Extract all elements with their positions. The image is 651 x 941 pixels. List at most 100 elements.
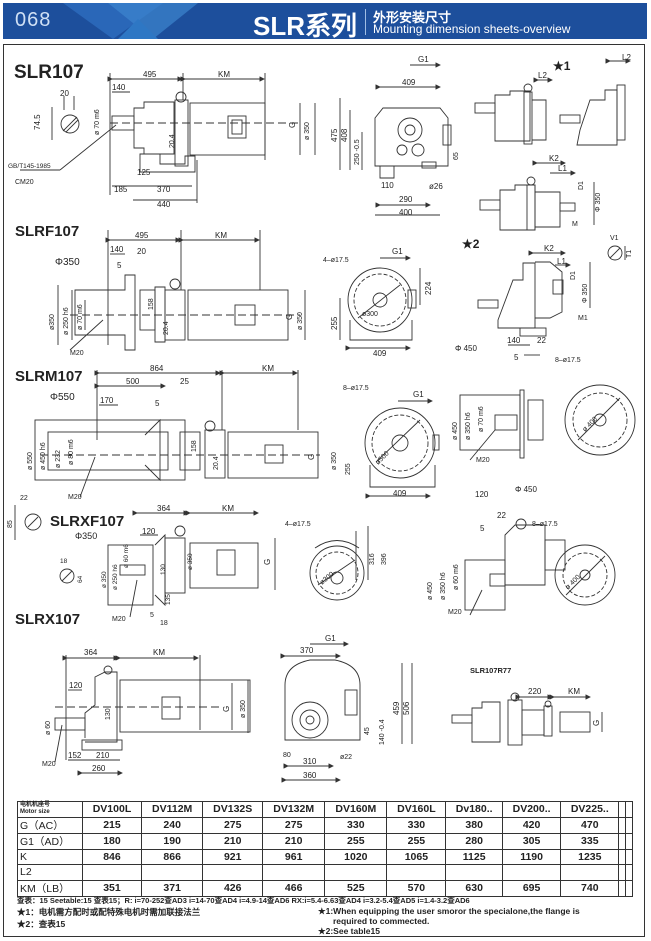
table-cell <box>625 816 633 834</box>
table-cell: 255 <box>324 832 388 850</box>
table-cell <box>202 864 264 881</box>
dim-label: 440 <box>157 200 171 209</box>
column-header: DV160M <box>324 801 388 818</box>
table-cell <box>625 832 633 850</box>
dim-label: 158 <box>191 440 198 452</box>
motor-size-label-en: Motor size <box>20 809 50 816</box>
table-cell <box>618 816 627 834</box>
table-cell <box>625 848 633 865</box>
flange-label: Φ550 <box>50 392 75 403</box>
row-label: K <box>17 848 83 865</box>
model-label-slr107r77: SLR107R77 <box>470 666 511 675</box>
dim-label: 364 <box>157 504 171 513</box>
dim-label: V1 <box>610 235 619 242</box>
table-cell: 335 <box>560 832 620 850</box>
dim-label: 408 <box>340 128 349 142</box>
table-cell <box>560 864 620 881</box>
table-cell: 630 <box>445 879 503 897</box>
dim-label: 170 <box>100 396 114 405</box>
dim-label: 185 <box>114 185 128 194</box>
table-cell <box>82 864 142 881</box>
note-star2-en: ★2:See table15 <box>318 926 380 936</box>
column-header: DV132S <box>202 801 264 818</box>
table-row: G（AC） 215 240 275 275 330 330 380 420 47… <box>17 816 633 834</box>
column-header: DV100L <box>82 801 142 818</box>
table-cell <box>501 864 562 881</box>
flange-label: Φ350 <box>75 531 97 541</box>
table-header-cell: 电机机座号 Motor size <box>17 801 83 818</box>
dim-label: KM <box>215 231 227 240</box>
dim-label: 130 <box>160 564 167 575</box>
dim-label: ø 450 <box>452 422 459 440</box>
dim-label: 5 <box>514 353 519 362</box>
dim-label: 158 <box>148 298 155 310</box>
dim-label: 22 <box>20 495 28 502</box>
dim-label: 130 <box>105 708 112 720</box>
dim-label: ø500 <box>374 450 390 466</box>
dim-label: 370 <box>157 185 171 194</box>
slrm-flange-variant-view <box>459 344 636 461</box>
note-star2-cn: ★2：查表15 <box>17 919 66 929</box>
dim-label: L1 <box>558 164 567 173</box>
row-label: KM（LB） <box>17 879 83 897</box>
dim-label: 64 <box>77 575 84 583</box>
dim-label: 370 <box>300 646 314 655</box>
table-cell: 961 <box>262 848 326 865</box>
table-row: L2 <box>17 864 633 881</box>
table-cell <box>618 832 627 850</box>
dim-label: 220 <box>528 687 542 696</box>
slrxf107-end-view <box>309 526 369 601</box>
slrm107-side-view <box>14 370 320 540</box>
dim-label: G <box>222 706 231 712</box>
standard-label: GB/T145-1985 <box>8 163 51 170</box>
dim-label: L1 <box>557 257 566 266</box>
table-cell <box>625 879 633 897</box>
slrx107-end-view <box>280 641 413 783</box>
dim-label: 316 <box>369 553 376 565</box>
table-cell: 866 <box>140 848 204 865</box>
dim-label: ø 350 <box>240 700 247 718</box>
dim-label: ø26 <box>429 182 443 191</box>
thread-label: M20 <box>70 350 84 357</box>
table-cell: 190 <box>140 832 204 850</box>
slr107r77-side-view <box>451 692 603 746</box>
table-cell <box>140 864 204 881</box>
table-row: KM（LB） 351 371 426 466 525 570 630 695 7… <box>17 879 633 897</box>
star1-views <box>474 58 631 231</box>
column-header <box>618 801 627 818</box>
dim-label: M1 <box>578 315 588 322</box>
dim-label: 495 <box>143 70 157 79</box>
dim-label: 360 <box>303 771 317 780</box>
table-cell: 740 <box>560 879 620 897</box>
dim-label: 85 <box>7 520 14 528</box>
dim-label: KM <box>218 70 230 79</box>
column-header <box>625 801 633 818</box>
model-label-slrx107: SLRX107 <box>15 611 80 628</box>
dim-label: ø 350 h6 <box>440 572 447 600</box>
table-cell: 380 <box>445 816 503 834</box>
dim-label: ø 350 <box>297 312 304 330</box>
dim-label: 140 <box>110 245 124 254</box>
column-header: DV160L <box>386 801 447 818</box>
subtitle-chinese: 外形安装尺寸 <box>373 10 452 25</box>
dim-label: ø 250 h6 <box>63 307 70 335</box>
dim-label: 120 <box>142 527 156 536</box>
dim-label: ø 232 <box>55 450 62 468</box>
table-cell <box>324 864 388 881</box>
row-label: L2 <box>17 864 83 881</box>
thread-label: M20 <box>476 457 490 464</box>
dim-label: 152 <box>68 751 82 760</box>
dim-label: 409 <box>393 489 407 498</box>
table-cell: 426 <box>202 879 264 897</box>
dim-label: ø 250 h6 <box>112 564 119 590</box>
motor-dimension-table: 电机机座号 Motor size DV100L DV112M DV132S DV… <box>17 801 633 897</box>
table-cell: 921 <box>202 848 264 865</box>
table-cell: 275 <box>262 816 326 834</box>
dim-label: 5 <box>480 524 485 533</box>
slrf107-side-view <box>57 230 306 351</box>
table-cell: 1065 <box>386 848 447 865</box>
dim-label: ø 350 h6 <box>465 412 472 440</box>
slrxf107-side-view <box>59 510 276 618</box>
drawing-frame <box>3 44 645 937</box>
